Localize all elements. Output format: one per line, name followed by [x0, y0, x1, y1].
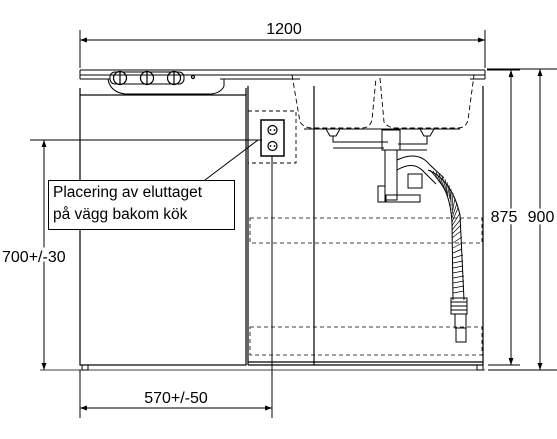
height-dimension-900 — [487, 68, 557, 371]
control-knob-icon — [112, 70, 196, 86]
note-line-2: på vägg bakom kök — [53, 206, 188, 223]
hose-end-fitting — [450, 297, 468, 343]
outlet-marker-box — [247, 110, 297, 164]
height-dimension-875 — [487, 69, 520, 366]
outlet-height-label: 700+/-30 — [2, 249, 66, 266]
left-cabinet — [79, 88, 247, 366]
cabinet-foot — [81, 364, 484, 371]
width-dimension-label: 1200 — [266, 21, 302, 38]
outlet-placement-note: Placering av eluttaget på vägg bakom kök — [48, 180, 235, 230]
power-outlet-icon — [260, 119, 285, 157]
sink-cabinet — [247, 86, 484, 366]
leader-line — [204, 139, 259, 181]
sink-bowl — [291, 74, 475, 129]
outlet-offset-label: 570+/-50 — [144, 390, 208, 407]
width-dimension — [79, 30, 486, 68]
height-dimension-875-label: 875 — [491, 209, 518, 226]
outlet-height-dimension — [30, 139, 262, 370]
hose-ribs — [429, 169, 465, 294]
cabinet-shelf — [249, 217, 483, 356]
note-line-1: Placering av eluttaget — [53, 184, 203, 201]
drain-pipe — [332, 129, 445, 203]
height-dimension-900-label: 900 — [528, 209, 555, 226]
outlet-offset-dimension — [79, 156, 273, 418]
